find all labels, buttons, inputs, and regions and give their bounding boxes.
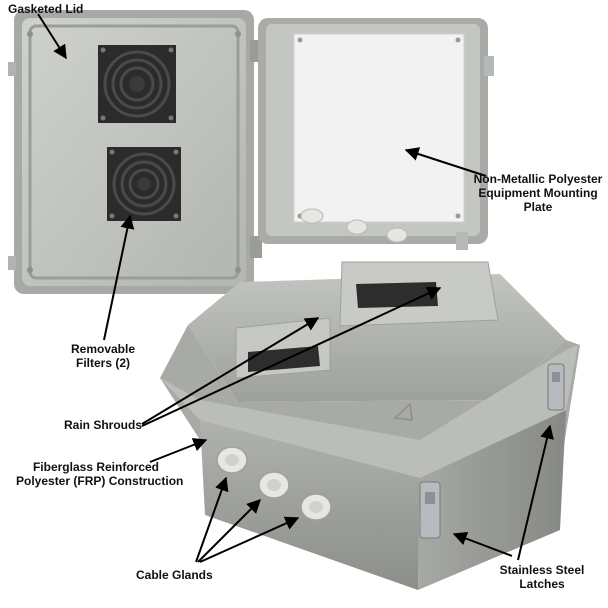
label-rain-shrouds: Rain Shrouds (64, 418, 142, 432)
label-frp-line1: Fiberglass Reinforced (32, 460, 160, 474)
cable-gland (216, 446, 248, 474)
label-stainless-latches: Stainless Steel Latches (492, 563, 592, 591)
callout-arrows (37, 13, 554, 563)
label-latches-line1: Stainless Steel (499, 563, 585, 577)
label-cable-glands-text: Cable Glands (136, 568, 213, 582)
arrow-pointer-icon (404, 147, 487, 177)
closed-enclosure (160, 261, 580, 590)
label-cable-glands: Cable Glands (136, 568, 213, 582)
arrow-pointer-icon (199, 516, 300, 563)
arrow-pointer-icon (197, 499, 261, 563)
arrow-pointer-icon (37, 13, 67, 60)
arrow-pointer-icon (141, 317, 320, 425)
label-mounting-plate-line1: Non-Metallic Polyester (473, 172, 603, 186)
label-removable-filters-line1: Removable (70, 342, 136, 356)
latch (547, 363, 565, 411)
arrow-pointer-icon (517, 424, 554, 561)
label-removable-filters: Removable Filters (2) (68, 342, 138, 370)
cable-gland (258, 471, 290, 499)
arrow-pointer-icon (452, 531, 513, 557)
arrow-pointer-icon (141, 286, 442, 427)
arrow-pointer-icon (149, 438, 208, 463)
label-mounting-plate-line2: Equipment Mounting (478, 186, 598, 200)
label-mounting-plate: Non-Metallic Polyester Equipment Mountin… (468, 172, 608, 214)
label-frp-construction: Fiberglass Reinforced Polyester (FRP) Co… (16, 460, 184, 488)
label-frp-line2: Polyester (FRP) Construction (16, 474, 184, 488)
label-mounting-plate-line3: Plate (523, 200, 553, 214)
label-removable-filters-line2: Filters (2) (75, 356, 130, 370)
fan-grille-icon (107, 147, 181, 221)
cable-gland (300, 493, 332, 521)
label-latches-line2: Latches (519, 577, 565, 591)
arrow-pointer-icon (103, 214, 135, 341)
fan-grille-icon (98, 45, 176, 123)
mounting-plate (293, 33, 465, 223)
label-gasketed-lid: Gasketed Lid (8, 2, 83, 16)
arrow-pointer-icon (195, 476, 229, 563)
open-enclosure (8, 10, 494, 294)
lid-gasket (28, 24, 240, 280)
latch (419, 481, 441, 539)
label-gasketed-lid-text: Gasketed Lid (8, 2, 84, 16)
label-rain-shrouds-text: Rain Shrouds (64, 418, 143, 432)
